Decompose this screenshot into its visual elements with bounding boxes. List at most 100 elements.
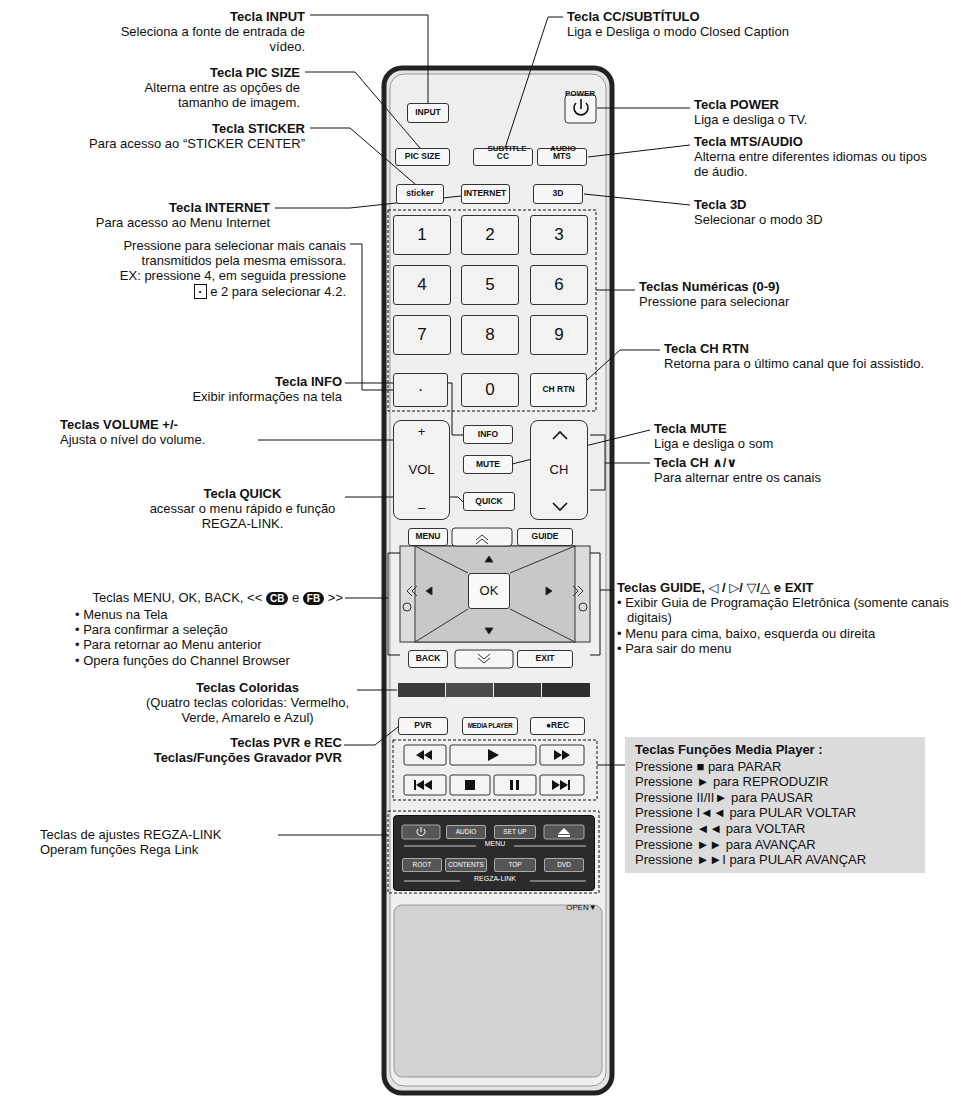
callout: POWER	[562, 84, 598, 99]
callout-text: Exibir informações na tela	[120, 389, 342, 404]
key-label: Pressione ► para REPRODUZIR	[635, 774, 915, 790]
callout: Tecla MUTELiga e desliga o som	[654, 421, 924, 451]
callout-heading: Tecla INTERNET	[20, 200, 270, 215]
remote-key: OK	[468, 573, 510, 609]
remote-key: 9	[530, 315, 588, 355]
callout: Tecla CH ∧/∨Para alternar entre os canai…	[654, 455, 924, 485]
callout-text: Ajusta o nível do volume.	[60, 432, 260, 447]
key-label: –	[418, 501, 425, 515]
key-label: SET UP	[503, 828, 526, 835]
remote-key: QUICK	[463, 492, 515, 511]
callout-text: • Para confirmar a seleção	[75, 622, 340, 637]
key-label: MTS	[553, 152, 571, 161]
callout: Tecla QUICKacessar o menu rápido e funçã…	[140, 486, 345, 532]
key-label: INPUT	[415, 108, 441, 117]
remote-key: 4	[393, 265, 451, 305]
remote-key: sticker	[396, 184, 444, 204]
key-label: TOP	[508, 861, 521, 868]
callout-heading: Tecla QUICK	[140, 486, 345, 501]
callout: • Menus na Tela• Para confirmar a seleçã…	[75, 607, 340, 668]
callout-heading: Tecla INFO	[120, 374, 342, 389]
callout-text: (Quatro teclas coloridas: Vermelho, Verd…	[140, 695, 355, 725]
callout-text: Alterna entre diferentes idiomas ou tipo…	[694, 149, 934, 179]
media-player-note: Teclas Funções Media Player :Pressione ■…	[625, 737, 925, 873]
key-label: Teclas Funções Media Player :	[635, 742, 915, 758]
power-button	[565, 95, 596, 123]
key-label: ●REC	[546, 721, 569, 730]
callout-text: Selecionar o modo 3D	[694, 212, 934, 227]
remote-key: DVD	[544, 858, 584, 872]
callout: Tecla INPUTSeleciona a fonte de entrada …	[100, 9, 305, 55]
key-label: CONTENTS	[448, 861, 484, 868]
remote-key: TOP	[494, 858, 536, 872]
callout-heading: Teclas/Funções Gravador PVR	[100, 750, 342, 765]
key-label: MUTE	[476, 460, 500, 469]
key-label: 6	[554, 276, 563, 295]
callout-heading: Teclas GUIDE, ◁ / ▷/ ▽/△ e EXIT	[617, 580, 955, 595]
callout: Tecla STICKERPara acesso ao “STICKER CEN…	[20, 121, 305, 151]
callout: OPEN▼	[566, 898, 616, 913]
key-label: Pressione I◄◄ para PULAR VOLTAR	[635, 805, 915, 821]
callout-heading: Tecla INPUT	[100, 9, 305, 24]
callout-text: acessar o menu rápido e função REGZA-LIN…	[140, 501, 345, 531]
callout-text: Teclas MENU, OK, BACK, <<	[93, 590, 263, 605]
remote-key: PIC SIZE	[395, 148, 450, 166]
remote-key: INTERNET	[461, 184, 510, 204]
key-label: 8	[485, 326, 494, 345]
key-label: OK	[480, 584, 499, 598]
callout: Tecla INTERNETPara acesso ao Menu Intern…	[20, 200, 270, 230]
callout-text: Seleciona a fonte de entrada de vídeo.	[100, 24, 305, 54]
key-label: 4	[417, 276, 426, 295]
channel-rocker: CH	[530, 420, 588, 520]
callout: Teclas PVR e RECTeclas/Funções Gravador …	[100, 735, 342, 765]
callout-heading: Tecla 3D	[694, 197, 934, 212]
key-label: CH RTN	[542, 385, 574, 394]
callout-text: • Opera funções do Channel Browser	[75, 653, 340, 668]
callout-text: FB	[303, 592, 324, 605]
key-label: PVR	[414, 721, 431, 730]
callout-heading: Teclas VOLUME +/-	[60, 417, 260, 432]
remote-key: 5	[461, 265, 519, 305]
callout: Teclas GUIDE, ◁ / ▷/ ▽/△ e EXIT• Exibir …	[617, 580, 955, 656]
callout-heading: Tecla MTS/AUDIO	[694, 134, 934, 149]
callout-text: Para alternar entre os canais	[654, 470, 924, 485]
remote-key: EXIT	[517, 650, 573, 668]
key-label: GUIDE	[532, 532, 559, 541]
remote-key: 3D	[533, 184, 583, 204]
key-label: ROOT	[413, 861, 432, 868]
callout-heading: Teclas Coloridas	[140, 680, 355, 695]
remote-key: AUDIO	[446, 825, 486, 839]
callout-text: e 2 para selecionar 4.2.	[210, 284, 346, 299]
key-label: CC	[497, 152, 509, 161]
remote-key: 7	[393, 315, 451, 355]
callout-text: AUDIO	[550, 144, 576, 153]
callout-text: • Menu para cima, baixo, esquerda ou dir…	[617, 626, 955, 641]
callout-heading: Tecla STICKER	[20, 121, 305, 136]
callout: Pressione para selecionar mais canais tr…	[118, 238, 346, 299]
callout: Tecla PIC SIZEAlterna entre as opções de…	[100, 65, 300, 111]
callout-heading: Teclas Numéricas (0-9)	[639, 279, 919, 294]
remote-body	[384, 68, 612, 1093]
key-label: BACK	[416, 654, 441, 663]
remote-key: CH RTN	[530, 373, 587, 407]
callout-text: Para acesso ao “STICKER CENTER”	[20, 136, 305, 151]
remote-key: 1	[393, 215, 451, 255]
navigation-pad	[400, 528, 590, 668]
key-label: AUDIO	[456, 828, 477, 835]
callout-text: Liga e desliga o som	[654, 436, 924, 451]
callout-text: • Para sair do menu	[617, 641, 955, 656]
remote-key: MUTE	[463, 455, 513, 474]
remote-key: 3	[530, 215, 588, 255]
callout-text: >>	[328, 590, 343, 605]
key-label: 1	[417, 226, 426, 245]
remote-key: 6	[530, 265, 588, 305]
callout-text: SUBTITLE	[487, 144, 526, 153]
callout: Teclas Coloridas(Quatro teclas coloridas…	[140, 680, 355, 726]
key-label: REGZA-LINK	[454, 875, 536, 883]
regza-link-panel: MENUREGZA-LINKAUDIOSET UPROOTCONTENTSTOP…	[393, 815, 595, 891]
key-label: ·	[418, 381, 424, 400]
remote-key: MENU	[408, 528, 448, 546]
callout: Tecla MTS/AUDIOAlterna entre diferentes …	[694, 134, 934, 180]
key-label: CH	[550, 463, 569, 477]
callout-heading: Teclas PVR e REC	[100, 735, 342, 750]
